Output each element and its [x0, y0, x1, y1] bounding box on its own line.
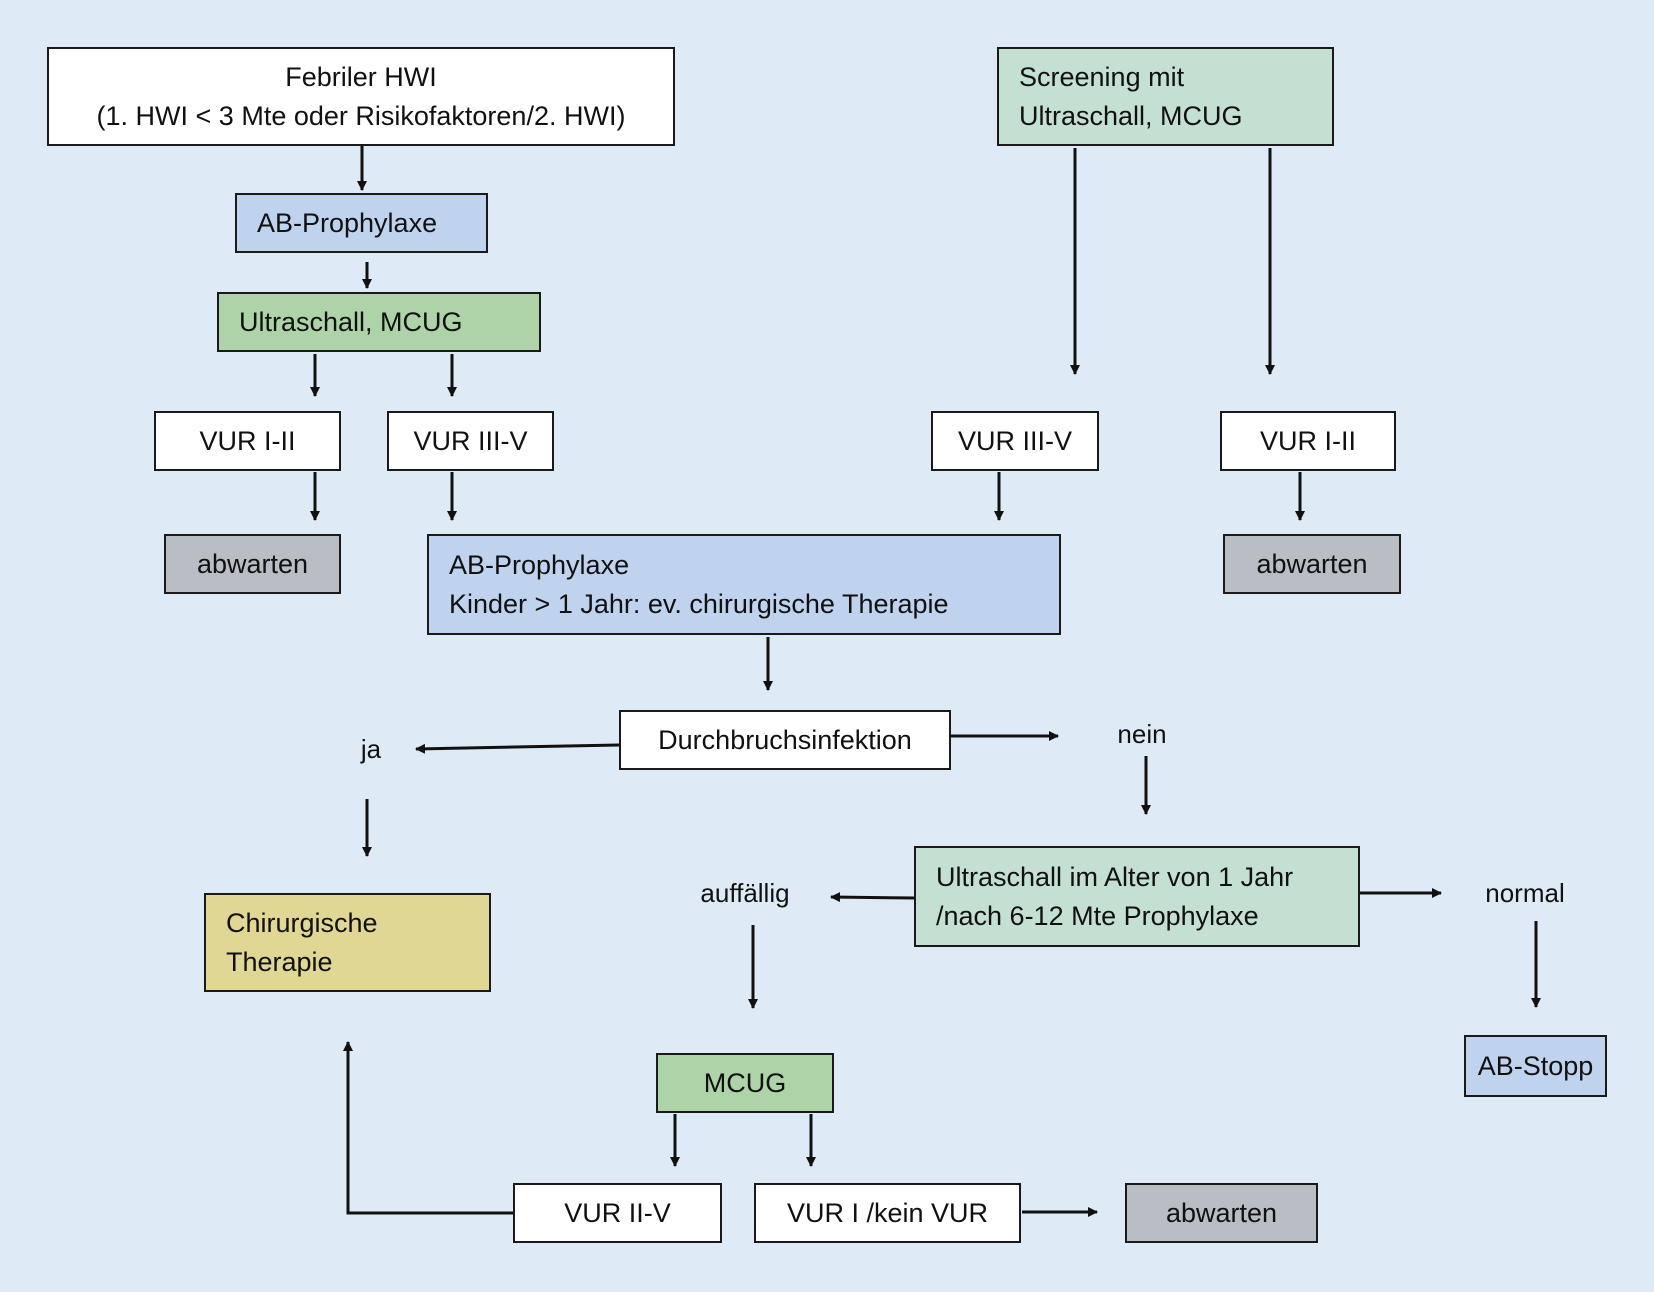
label-ja: ja	[360, 734, 382, 764]
ultraschall-alter-line-2: /nach 6-12 Mte Prophylaxe	[936, 900, 1259, 931]
ab-prophylaxe-main-line-1: AB-Prophylaxe	[449, 549, 630, 580]
box-abwarten-bottom: abwarten	[1125, 1183, 1318, 1243]
vur-1-2-left-text: VUR I-II	[199, 425, 296, 456]
vur-2-5-text: VUR II-V	[564, 1197, 671, 1228]
box-ab-prophylaxe-top: AB-Prophylaxe	[235, 193, 488, 253]
febriler-hwi-line-1: Febriler HWI	[285, 61, 437, 92]
box-vur-1-kein: VUR I /kein VUR	[754, 1183, 1021, 1243]
box-ab-prophylaxe-main: AB-Prophylaxe Kinder > 1 Jahr: ev. chiru…	[427, 534, 1061, 635]
arrow-vur25-to-chirurgie	[343, 1041, 513, 1215]
ab-prophylaxe-main-line-2: Kinder > 1 Jahr: ev. chirurgische Therap…	[449, 588, 949, 619]
screening-line-1: Screening mit	[1019, 61, 1185, 92]
box-ultraschall-mcug-left: Ultraschall, MCUG	[217, 292, 541, 352]
box-abwarten-left: abwarten	[164, 534, 341, 594]
box-durchbruchsinfektion: Durchbruchsinfektion	[619, 710, 951, 770]
label-nein: nein	[1117, 719, 1167, 749]
mcug-bottom-text: MCUG	[703, 1067, 787, 1098]
febriler-hwi-line-2: (1. HWI < 3 Mte oder Risikofaktoren/2. H…	[96, 100, 626, 131]
abwarten-bottom-text: abwarten	[1165, 1197, 1278, 1228]
label-normal: normal	[1485, 878, 1565, 908]
box-vur-1-2-left: VUR I-II	[154, 411, 341, 471]
screening-line-2: Ultraschall, MCUG	[1019, 100, 1243, 131]
box-chirurgische-therapie: Chirurgische Therapie	[204, 893, 491, 992]
abwarten-right-text: abwarten	[1256, 548, 1368, 579]
box-febriler-hwi: Febriler HWI (1. HWI < 3 Mte oder Risiko…	[47, 47, 675, 146]
arrow-durchbruch-to-ja	[415, 743, 620, 754]
box-ultraschall-alter: Ultraschall im Alter von 1 Jahr /nach 6-…	[914, 846, 1360, 947]
vur-3-5-right-text: VUR III-V	[957, 425, 1072, 456]
box-screening: Screening mit Ultraschall, MCUG	[997, 47, 1334, 146]
box-mcug-bottom: MCUG	[656, 1053, 834, 1113]
chirurgische-therapie-line-2: Therapie	[226, 946, 333, 977]
label-auffaellig: auffällig	[700, 878, 790, 908]
ab-prophylaxe-top-text: AB-Prophylaxe	[257, 207, 438, 238]
box-abwarten-right: abwarten	[1223, 534, 1401, 594]
box-vur-3-5-left: VUR III-V	[387, 411, 554, 471]
box-vur-2-5: VUR II-V	[513, 1183, 722, 1243]
box-vur-3-5-right: VUR III-V	[931, 411, 1099, 471]
vur-3-5-left-text: VUR III-V	[413, 425, 528, 456]
ultraschall-mcug-left-text: Ultraschall, MCUG	[239, 306, 463, 337]
chirurgische-therapie-line-1: Chirurgische	[226, 907, 378, 938]
vur-1-kein-text: VUR I /kein VUR	[786, 1197, 989, 1228]
abwarten-left-text: abwarten	[196, 548, 309, 579]
box-vur-1-2-right: VUR I-II	[1220, 411, 1396, 471]
ab-stopp-text: AB-Stopp	[1477, 1050, 1594, 1081]
box-ab-stopp: AB-Stopp	[1464, 1035, 1607, 1097]
durchbruchsinfektion-text: Durchbruchsinfektion	[658, 724, 912, 755]
vur-1-2-right-text: VUR I-II	[1259, 425, 1356, 456]
ultraschall-alter-line-1: Ultraschall im Alter von 1 Jahr	[936, 861, 1294, 892]
arrow-ultraschall-alter-to-auffaellig	[830, 892, 916, 903]
